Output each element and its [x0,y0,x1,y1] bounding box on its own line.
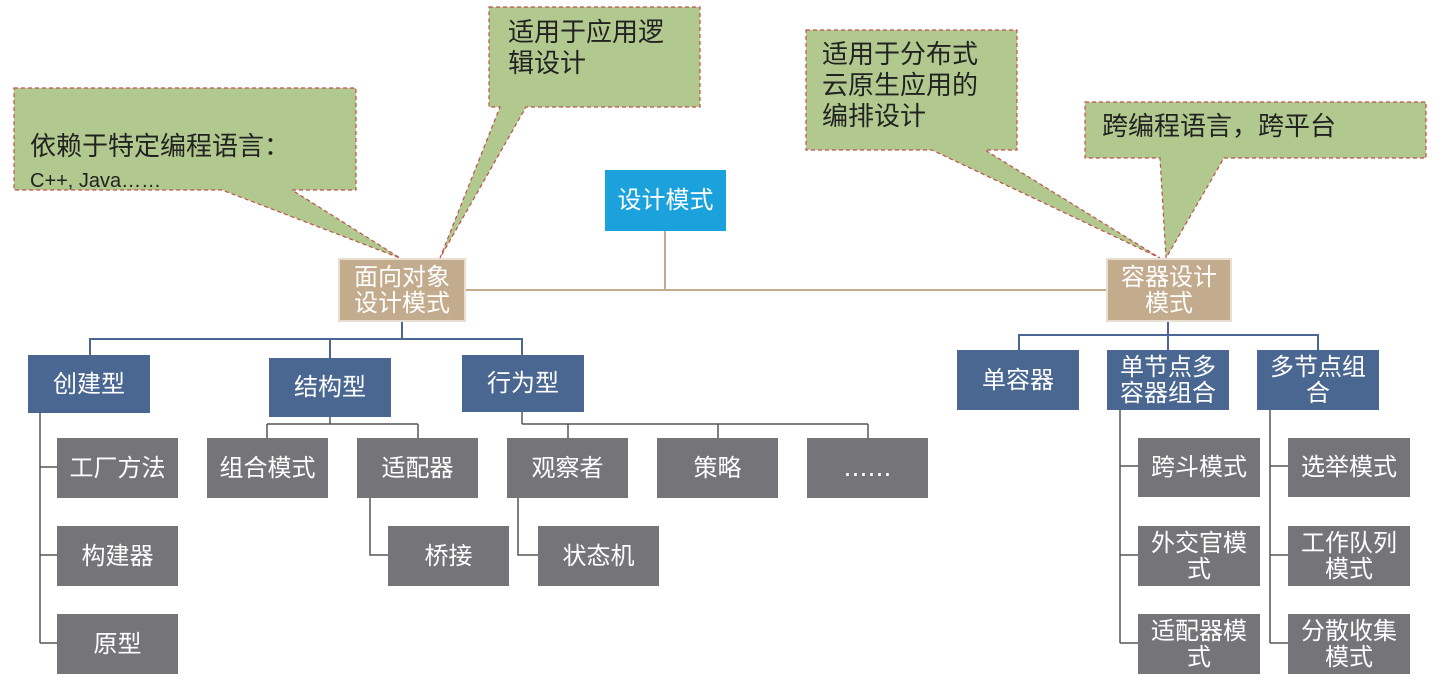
callout-lang: 依赖于特定编程语言： C++, Java…… [30,101,290,225]
callout-cross-shape [1084,101,1427,261]
callout-lang-shape [13,87,401,259]
callout-lang-text: 依赖于特定编程语言： [30,132,291,163]
leaf-builder[interactable]: 构建器 [57,526,178,586]
callout-logic-shape [439,6,701,259]
category-single-node-multi[interactable]: 单节点多 容器组合 [1107,350,1229,410]
leaf-work-queue[interactable]: 工作队列 模式 [1288,526,1410,586]
category-structural[interactable]: 结构型 [269,358,391,417]
leaf-bridge[interactable]: 桥接 [388,526,509,586]
callout-lang-sub: C++, Java…… [30,170,162,193]
leaf-leader-election[interactable]: 选举模式 [1288,438,1410,497]
branch-oop[interactable]: 面向对象 设计模式 [338,258,466,322]
category-single-container[interactable]: 单容器 [957,350,1079,410]
leaf-observer[interactable]: 观察者 [507,438,628,498]
leaf-strategy[interactable]: 策略 [657,438,778,498]
branch-container[interactable]: 容器设计 模式 [1106,258,1232,322]
leaf-ambassador[interactable]: 外交官模 式 [1138,526,1260,586]
category-connectors [89,322,1319,358]
root-node[interactable]: 设计模式 [605,170,726,231]
leaf-adapter[interactable]: 适配器 [357,438,478,498]
category-behavioral[interactable]: 行为型 [462,355,584,412]
leaf-more[interactable]: …… [807,438,928,498]
callout-cross: 跨编程语言，跨平台 [1102,112,1337,142]
leaf-state-machine[interactable]: 状态机 [538,526,659,586]
leaf-connectors [39,410,1288,644]
leaf-factory-method[interactable]: 工厂方法 [57,438,178,498]
callout-distributed-shape [805,29,1161,259]
leaf-scatter-gather[interactable]: 分散收集 模式 [1288,614,1410,674]
leaf-adapter-pattern[interactable]: 适配器模 式 [1138,614,1260,674]
leaf-prototype[interactable]: 原型 [57,614,178,674]
callout-logic: 适用于应用逻 辑设计 [508,18,665,80]
category-multi-node[interactable]: 多节点组 合 [1257,350,1379,410]
leaf-sidecar[interactable]: 跨斗模式 [1138,438,1260,497]
leaf-composite[interactable]: 组合模式 [207,438,328,498]
callout-distributed: 适用于分布式 云原生应用的 编排设计 [822,40,979,133]
category-creational[interactable]: 创建型 [28,355,150,413]
main-connectors [466,231,1106,291]
